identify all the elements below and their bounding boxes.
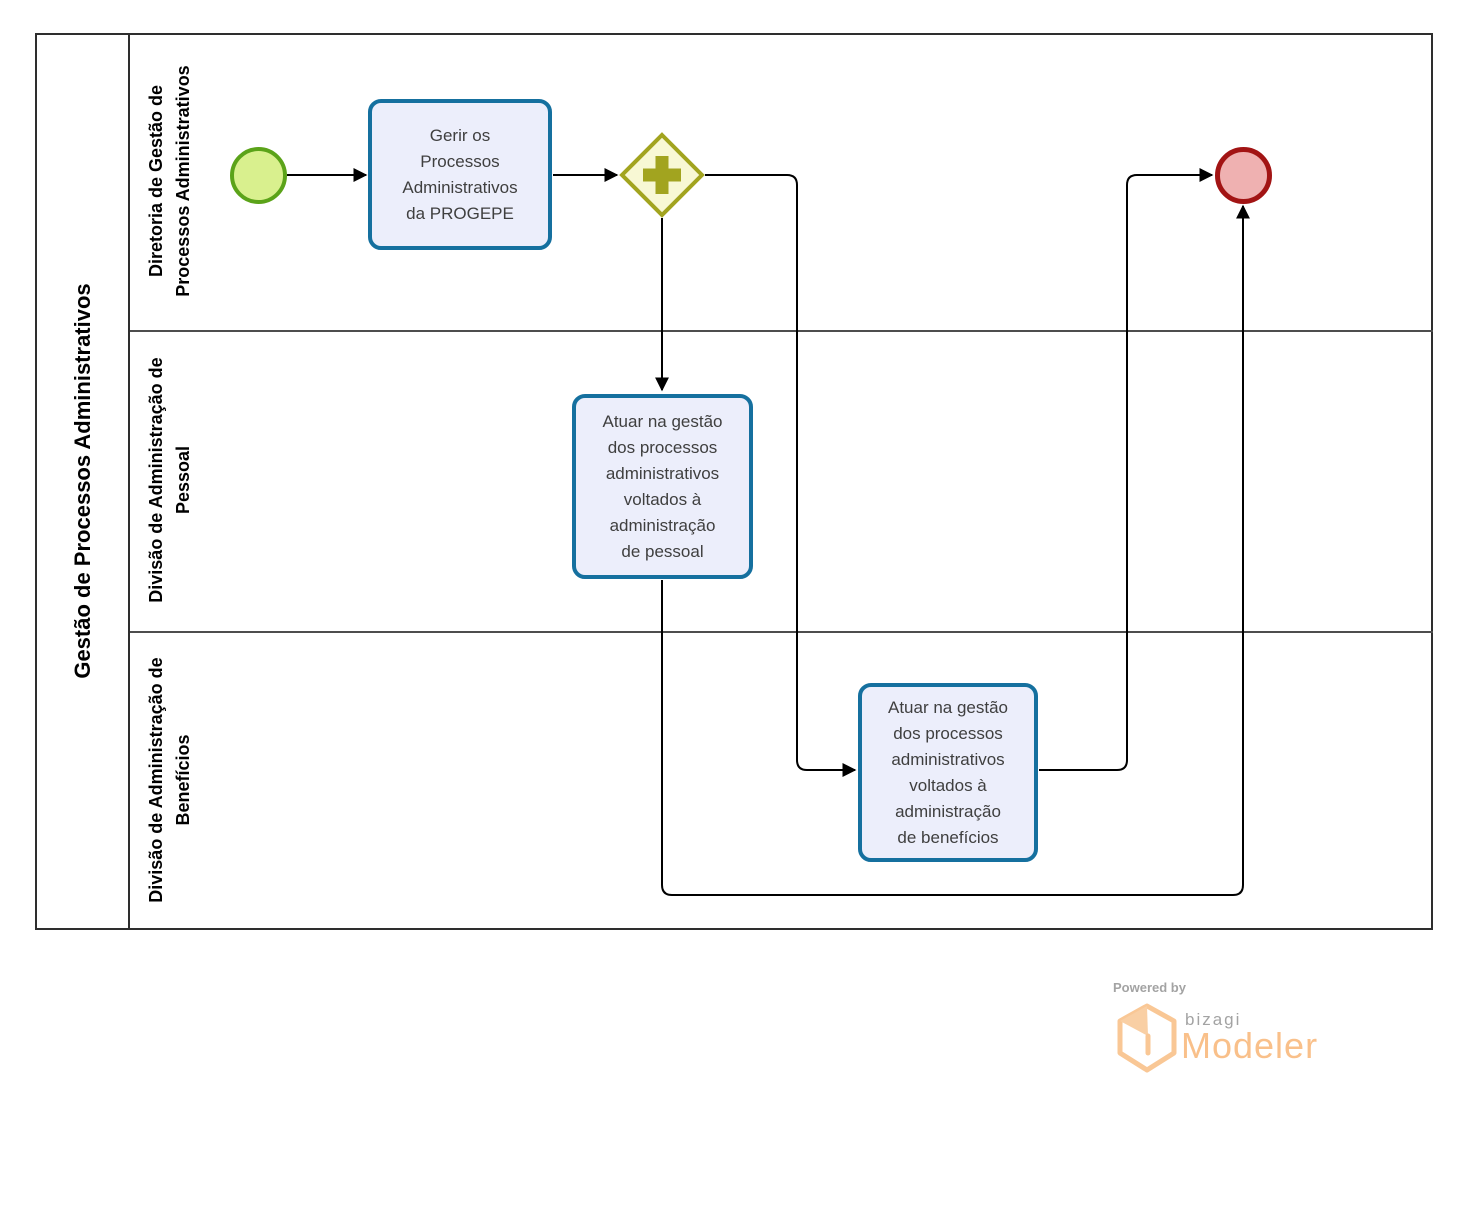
task-gestao-pessoal[interactable]: Atuar na gestão dos processos administra… [572, 394, 753, 579]
lane-divider-2 [130, 631, 1433, 633]
end-event[interactable] [1215, 147, 1272, 204]
bizagi-hexagon-icon [1117, 1003, 1177, 1073]
parallel-plus-icon [643, 156, 681, 194]
flow-task-beneficios-to-end [1039, 168, 1214, 771]
task-pessoal-label: Atuar na gestão dos processos administra… [602, 411, 723, 561]
flow-task-pessoal-to-end [661, 204, 1250, 896]
task-beneficios-label: Atuar na gestão dos processos administra… [887, 697, 1009, 847]
bizagi-wordmark: bizagi [1185, 1010, 1242, 1029]
pool-gestao-processos [35, 33, 1433, 930]
lane-divider-1 [130, 330, 1433, 332]
powered-by-label: Powered by [1113, 980, 1186, 995]
modeler-wordmark: Modeler [1181, 1025, 1319, 1066]
flow-gateway-to-task-beneficios [705, 174, 857, 777]
start-event[interactable] [230, 147, 287, 204]
task-gestao-beneficios[interactable]: Atuar na gestão dos processos administra… [858, 683, 1038, 862]
task-gerir-processos[interactable]: Gerir os Processos Administrativos da PR… [368, 99, 552, 250]
task-gerir-label: Gerir os Processos Administrativos da PR… [402, 125, 518, 223]
pool-title-band [35, 33, 130, 930]
parallel-gateway[interactable] [619, 132, 705, 218]
bizagi-footer: Powered by bizagi Modeler [1113, 980, 1393, 1093]
